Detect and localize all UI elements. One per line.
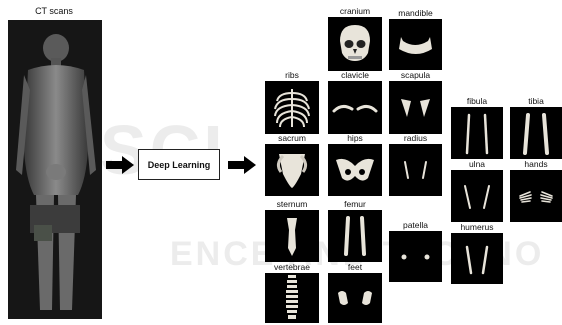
bone-image-mandible <box>389 19 442 70</box>
deep-learning-box: Deep Learning <box>138 149 220 180</box>
bone-label-scapula: scapula <box>389 70 442 80</box>
bone-label-femur: femur <box>328 199 382 209</box>
bone-image-clavicle <box>328 81 382 134</box>
ct-scans-title: CT scans <box>24 6 84 16</box>
bone-image-femur <box>328 210 382 262</box>
bone-label-sternum: sternum <box>265 199 319 209</box>
bone-image-ribs <box>265 81 319 134</box>
bone-image-radius <box>389 144 442 196</box>
bone-label-ulna: ulna <box>451 159 503 169</box>
bone-label-feet: feet <box>328 262 382 272</box>
bone-label-hips: hips <box>328 133 382 143</box>
bone-image-feet <box>328 273 382 323</box>
bone-label-tibia: tibia <box>510 96 562 106</box>
ct-scan-image <box>8 20 102 319</box>
bone-label-ribs: ribs <box>265 70 319 80</box>
bone-label-vertebrae: vertebrae <box>265 262 319 272</box>
bone-image-scapula <box>389 81 442 134</box>
bone-image-tibia <box>510 107 562 159</box>
bone-image-patella <box>389 231 442 282</box>
deep-learning-label: Deep Learning <box>148 160 211 170</box>
bone-image-hands <box>510 170 562 222</box>
bone-label-fibula: fibula <box>451 96 503 106</box>
bone-label-humerus: humerus <box>451 222 503 232</box>
bone-image-hips <box>328 144 382 196</box>
bone-label-sacrum: sacrum <box>265 133 319 143</box>
bone-label-radius: radius <box>389 133 442 143</box>
bone-label-cranium: cranium <box>328 6 382 16</box>
bone-label-hands: hands <box>510 159 562 169</box>
bone-image-ulna <box>451 170 503 222</box>
bone-image-sternum <box>265 210 319 262</box>
bone-image-fibula <box>451 107 503 159</box>
bone-image-cranium <box>328 17 382 71</box>
bone-label-mandible: mandible <box>389 8 442 18</box>
arrow-right-icon <box>106 156 134 174</box>
bone-image-humerus <box>451 233 503 284</box>
bone-label-patella: patella <box>389 220 442 230</box>
bone-image-sacrum <box>265 144 319 196</box>
bone-label-clavicle: clavicle <box>328 70 382 80</box>
bone-image-vertebrae <box>265 273 319 323</box>
arrow-right-icon <box>228 156 256 174</box>
